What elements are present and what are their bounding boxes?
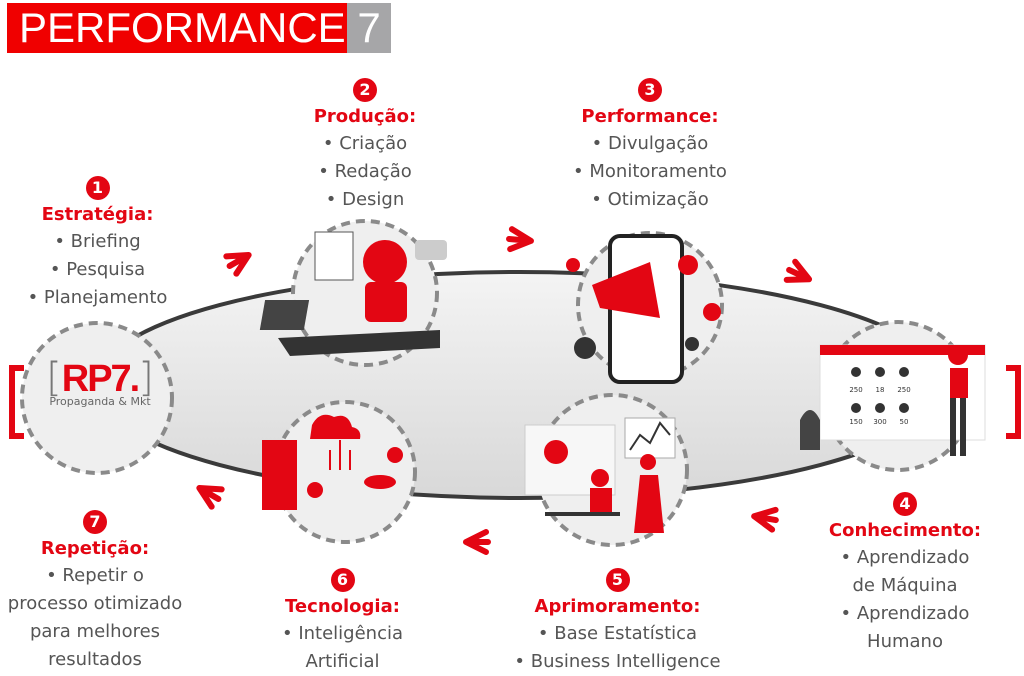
- dashboard-illustration: [800, 344, 986, 456]
- step-title: Estratégia:: [41, 204, 154, 225]
- step-performance: 3 Performance: • Divulgação • Monitorame…: [560, 76, 740, 214]
- designer-illustration: [259, 231, 447, 356]
- step-repetition: 7 Repetição: • Repetir o processo otimiz…: [0, 508, 190, 674]
- header-title: PERFORMANCE: [7, 3, 347, 53]
- step-item: • Design: [325, 189, 405, 210]
- step-item: processo otimizado: [7, 593, 183, 614]
- step-item: Humano: [867, 631, 943, 652]
- step-number: 5: [605, 568, 630, 592]
- step-item: • Aprendizado: [840, 547, 970, 568]
- technology-circle: [273, 400, 417, 544]
- right-bracket: [1006, 365, 1021, 439]
- step-item: • Planejamento: [27, 287, 168, 308]
- cycle-ellipse: [93, 270, 947, 500]
- step-item: • Criação: [322, 133, 408, 154]
- step-item: • Repetir o: [46, 565, 144, 586]
- arrow-2-to-3: [508, 229, 532, 251]
- step-item: de Máquina: [852, 575, 958, 596]
- analytics-illustration: [524, 417, 676, 533]
- step-item: • Business Intelligence: [514, 651, 721, 672]
- step-title: Performance:: [581, 106, 719, 127]
- step-title: Conhecimento:: [828, 520, 982, 541]
- step-item: resultados: [48, 649, 142, 670]
- step-production: 2 Produção: • Criação • Redação • Design: [290, 76, 440, 214]
- step-improvement: 5 Aprimoramento: • Base Estatística • Bu…: [505, 566, 730, 676]
- step-knowledge: 4 Conhecimento: • Aprendizado de Máquina…: [815, 490, 995, 656]
- step-item: • Pesquisa: [49, 259, 146, 280]
- step-item: • Aprendizado: [840, 603, 970, 624]
- step-number: 7: [83, 510, 107, 534]
- step-item: • Briefing: [54, 231, 141, 252]
- step-item: para melhores: [29, 621, 161, 642]
- step-title: Aprimoramento:: [534, 596, 701, 617]
- logo-circle: [20, 321, 174, 475]
- logo-text: RP7.: [61, 358, 140, 400]
- step-technology: 6 Tecnologia: • Inteligência Artificial: [270, 566, 415, 676]
- step-number: 3: [638, 78, 662, 102]
- step-item: Artificial: [305, 651, 380, 672]
- step-number: 1: [85, 176, 110, 200]
- phone-megaphone-illustration: [566, 234, 721, 384]
- step-item: • Redação: [318, 161, 412, 182]
- arrow-4-to-5: [752, 506, 777, 530]
- step-item: • Monitoramento: [573, 161, 727, 182]
- step-item: • Divulgação: [591, 133, 709, 154]
- step-number: 2: [353, 78, 377, 102]
- step-title: Produção:: [313, 106, 417, 127]
- logo-subtitle: Propaganda & Mkt: [49, 395, 151, 408]
- step-item: • Inteligência: [281, 623, 404, 644]
- arrow-3-to-4: [785, 261, 813, 288]
- ai-network-illustration: [262, 414, 403, 510]
- step-number: 6: [330, 568, 355, 592]
- step-number: 4: [893, 492, 917, 516]
- arrow-1-to-2: [225, 246, 254, 274]
- step-strategy: 1 Estratégia: • Briefing • Pesquisa • Pl…: [20, 174, 175, 312]
- step-title: Tecnologia:: [285, 596, 400, 617]
- header-banner: PERFORMANCE 7: [7, 3, 391, 53]
- step-item: • Base Estatística: [537, 623, 698, 644]
- header-number: 7: [347, 3, 391, 53]
- arrow-5-to-6: [466, 532, 488, 552]
- left-bracket: [9, 365, 24, 439]
- arrow-6-to-7: [194, 479, 223, 507]
- step-title: Repetição:: [40, 538, 150, 559]
- rp7-logo: [RP7.] Propaganda & Mkt: [40, 355, 160, 408]
- step-item: • Otimização: [591, 189, 709, 210]
